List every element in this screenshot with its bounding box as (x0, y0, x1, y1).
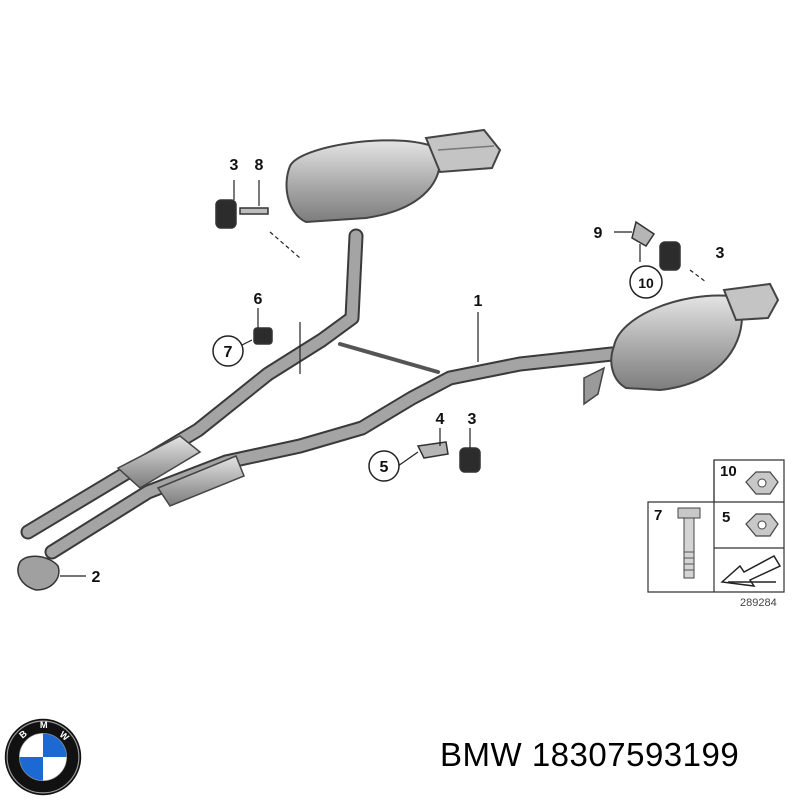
center-resonators (116, 435, 245, 507)
callout-2: 2 (92, 569, 101, 586)
callout-3-bottom: 3 (468, 411, 477, 428)
exhaust-pipes (20, 228, 620, 560)
legend-5: 5 (722, 509, 730, 526)
legend-7: 7 (654, 507, 662, 524)
bolt-icon (677, 507, 701, 579)
callout-7: 7 (224, 344, 233, 361)
callout-5-circle (368, 450, 400, 482)
callout-labels: 3 8 9 3 10 6 7 1 4 3 5 2 (92, 157, 725, 586)
mounting-parts (17, 199, 681, 591)
callout-7-circle (212, 335, 244, 367)
left-rear-muffler (285, 128, 502, 224)
callout-9: 9 (594, 225, 603, 242)
diagram-reference-number: 289284 (740, 597, 777, 609)
legend-10: 10 (720, 463, 737, 480)
callout-3-right: 3 (716, 245, 725, 262)
part-number: 18307593199 (531, 736, 740, 773)
part-caption: BMW 18307593199 (440, 736, 739, 774)
callout-5: 5 (380, 459, 389, 476)
svg-text:B: B (17, 728, 29, 740)
callout-6: 6 (254, 291, 263, 308)
callout-1: 1 (474, 293, 483, 310)
callout-10-circle (629, 265, 663, 299)
fastener-legend: 10 7 5 289284 (647, 459, 785, 609)
bmw-logo: B M W (4, 718, 82, 796)
callout-4: 4 (436, 411, 445, 428)
right-rear-muffler (583, 282, 780, 406)
callout-3-top-left: 3 (230, 157, 239, 174)
callout-10: 10 (638, 275, 654, 291)
callout-8: 8 (255, 157, 264, 174)
leader-lines (60, 180, 707, 577)
brand-name: BMW (440, 736, 523, 773)
svg-text:M: M (40, 720, 48, 730)
direction-arrow-icon (720, 555, 782, 587)
